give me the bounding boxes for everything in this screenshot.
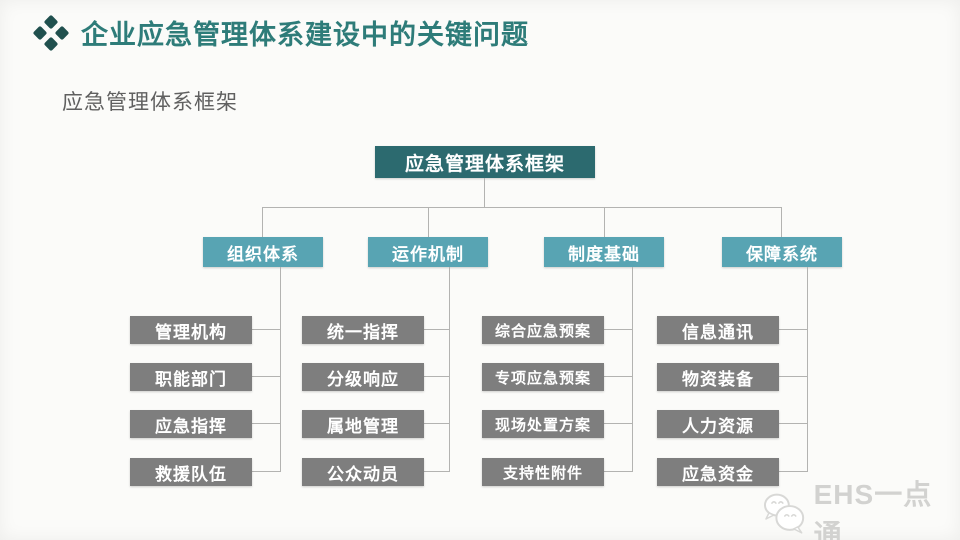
connector-line	[604, 329, 632, 330]
slide-title: 企业应急管理体系建设中的关键问题	[81, 20, 529, 50]
watermark-text: EHS一点通	[813, 479, 933, 540]
chat-bubbles-icon	[763, 493, 805, 534]
item-node-box: 公众动员	[302, 458, 424, 486]
root-node-box: 应急管理体系框架	[375, 146, 595, 178]
item-node-box: 应急指挥	[130, 410, 252, 438]
connector-line	[779, 329, 807, 330]
connector-line	[428, 207, 429, 237]
connector-line	[449, 267, 450, 472]
connector-line	[252, 376, 280, 377]
connector-line	[424, 376, 449, 377]
connector-line	[262, 207, 263, 237]
connector-line	[262, 207, 781, 208]
item-node-box: 现场处置方案	[482, 410, 604, 438]
connector-line	[484, 178, 485, 207]
connector-line	[779, 423, 807, 424]
level2-node-box: 保障系统	[722, 237, 842, 267]
slide-header: 企业应急管理体系建设中的关键问题	[33, 13, 529, 52]
connector-line	[424, 471, 449, 472]
level2-node-box: 运作机制	[368, 237, 488, 267]
connector-line	[280, 267, 281, 472]
item-node-box: 分级响应	[302, 363, 424, 391]
connector-line	[807, 267, 808, 472]
connector-line	[424, 423, 449, 424]
item-node-box: 综合应急预案	[482, 316, 604, 344]
item-node-box: 信息通讯	[657, 316, 779, 344]
watermark: EHS一点通	[762, 473, 960, 540]
diamond-cluster-icon	[33, 14, 69, 51]
connector-line	[252, 329, 280, 330]
item-node-box: 救援队伍	[130, 458, 252, 486]
section-subtitle: 应急管理体系框架	[62, 91, 238, 114]
connector-line	[604, 423, 632, 424]
connector-line	[252, 423, 280, 424]
item-node-box: 属地管理	[302, 410, 424, 438]
connector-line	[604, 207, 605, 237]
item-node-box: 人力资源	[657, 410, 779, 438]
item-node-box: 物资装备	[657, 363, 779, 391]
connector-line	[781, 207, 782, 237]
connector-line	[779, 471, 807, 472]
item-node-box: 管理机构	[130, 316, 252, 344]
level2-node-box: 制度基础	[544, 237, 664, 267]
connector-line	[252, 471, 280, 472]
connector-line	[632, 267, 633, 472]
item-node-box: 支持性附件	[482, 458, 604, 486]
item-node-box: 职能部门	[130, 363, 252, 391]
connector-line	[424, 329, 449, 330]
item-node-box: 统一指挥	[302, 316, 424, 344]
connector-line	[604, 376, 632, 377]
connector-line	[604, 471, 632, 472]
connector-line	[779, 376, 807, 377]
level2-node-box: 组织体系	[203, 237, 323, 267]
item-node-box: 应急资金	[657, 458, 779, 486]
item-node-box: 专项应急预案	[482, 363, 604, 391]
